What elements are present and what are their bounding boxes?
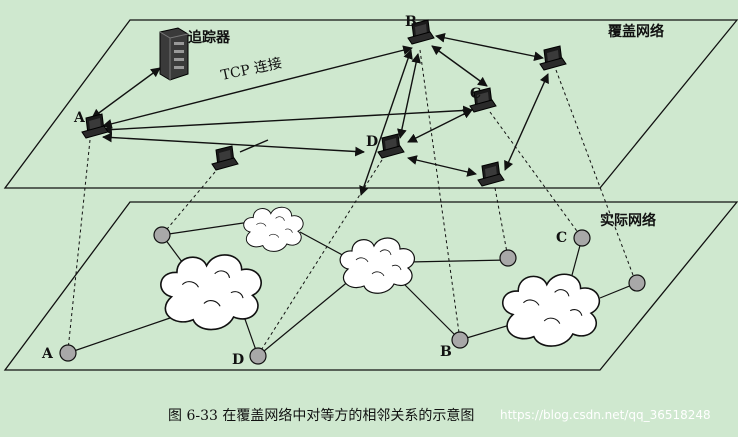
laptop-icon (478, 162, 504, 186)
tracker-label: 追踪器 (188, 29, 231, 46)
physical-node-a-label: A (41, 346, 54, 362)
actual-network-label: 实际网络 (600, 212, 656, 229)
overlay-node-c-label: C (470, 86, 481, 102)
server-icon (160, 28, 188, 80)
laptop-icon (82, 114, 108, 138)
cloud-icon (340, 238, 414, 293)
laptop-icon (540, 46, 566, 70)
overlay-node-b-label: B (405, 14, 417, 30)
overlay-node-a-label: A (73, 110, 86, 126)
physical-node-d-label: D (232, 352, 244, 368)
cloud-icon (503, 274, 600, 346)
figure-caption: 图 6-33 在覆盖网络中对等方的相邻关系的示意图 (168, 407, 474, 424)
cloud-icon (244, 207, 303, 251)
tcp-connection-label: TCP 连接 (219, 54, 283, 84)
overlay-network-label: 覆盖网络 (608, 23, 664, 40)
physical-node-c-label: C (556, 230, 567, 246)
cloud-icon (161, 255, 261, 330)
overlay-network-plane (5, 20, 737, 188)
physical-node-b-label: B (440, 344, 452, 360)
overlay-node-d-label: D (366, 134, 378, 150)
laptop-icon (212, 146, 238, 170)
watermark-text: https://blog.csdn.net/qq_36518248 (500, 408, 711, 422)
